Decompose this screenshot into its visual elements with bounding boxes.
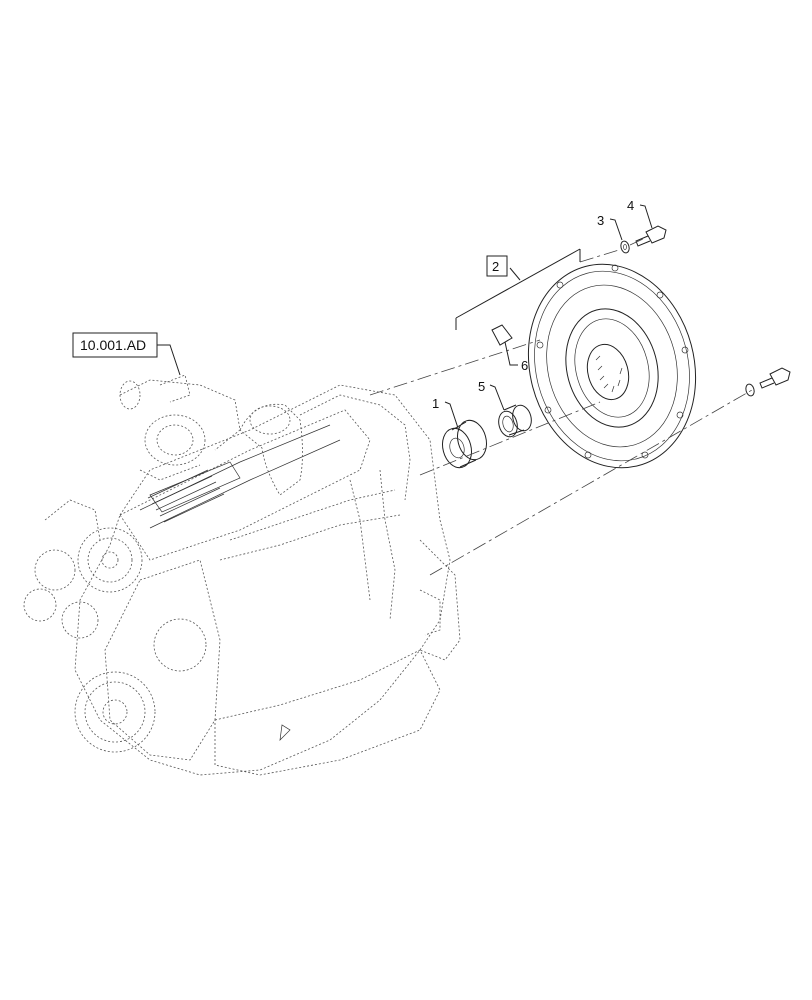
turbocharger (119, 379, 241, 481)
callout-4: 4 (627, 198, 634, 213)
washer-lower (745, 383, 755, 397)
alternator (23, 499, 101, 639)
flexplate (527, 263, 697, 469)
engine-assembly (23, 374, 461, 776)
callout-3: 3 (597, 213, 604, 228)
callout-leaders (157, 204, 653, 429)
callout-5: 5 (478, 379, 485, 394)
callout-2-box: 2 (486, 255, 508, 277)
fan-drive-pulley (77, 527, 143, 593)
callout-6: 6 (521, 358, 528, 373)
callout-1: 1 (432, 396, 439, 411)
bolt (635, 225, 667, 247)
assembly-centerlines (369, 237, 753, 576)
washer (620, 240, 630, 254)
bearing (442, 419, 487, 469)
bushing (498, 404, 532, 438)
intake-elbow (239, 403, 303, 496)
callout-2: 2 (492, 259, 499, 274)
reference-label: 10.001.AD (80, 337, 146, 353)
crankshaft-pulley (74, 671, 156, 753)
reference-box[interactable]: 10.001.AD (72, 332, 158, 358)
valve-cover-grille (147, 461, 241, 523)
bolt-lower (759, 367, 791, 389)
decal (491, 324, 513, 346)
